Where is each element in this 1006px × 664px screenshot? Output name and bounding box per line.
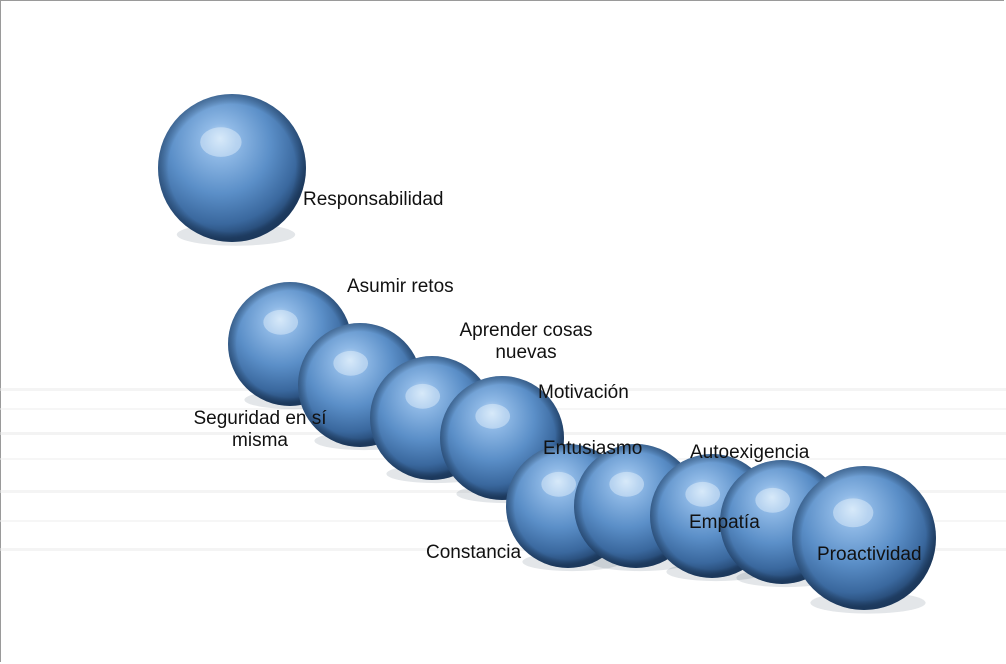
sphere-proactividad bbox=[792, 466, 936, 614]
node-label-motivacion: Motivación bbox=[538, 382, 629, 403]
node-label-aprender-cosas-nuevas: Aprender cosas nuevas bbox=[436, 320, 616, 364]
node-label-aprender-line1: Aprender cosas bbox=[459, 320, 593, 341]
node-label-aprender-line2: nuevas bbox=[495, 342, 557, 363]
node-label-seguridad-en-si-misma: Seguridad en sí misma bbox=[168, 408, 352, 452]
node-label-constancia: Constancia bbox=[426, 542, 522, 563]
node-label-autoexigencia: Autoexigencia bbox=[690, 442, 810, 463]
node-label-seguridad-line2: misma bbox=[232, 430, 288, 451]
sphere-responsabilidad bbox=[158, 94, 306, 246]
node-label-entusiasmo: Entusiasmo bbox=[543, 438, 643, 459]
node-label-seguridad-line1: Seguridad en sí bbox=[193, 408, 327, 429]
node-label-empatia: Empatía bbox=[689, 512, 760, 533]
node-label-proactividad: Proactividad bbox=[817, 544, 922, 565]
node-label-asumir-retos: Asumir retos bbox=[347, 276, 454, 297]
node-label-responsabilidad: Responsabilidad bbox=[303, 189, 444, 210]
